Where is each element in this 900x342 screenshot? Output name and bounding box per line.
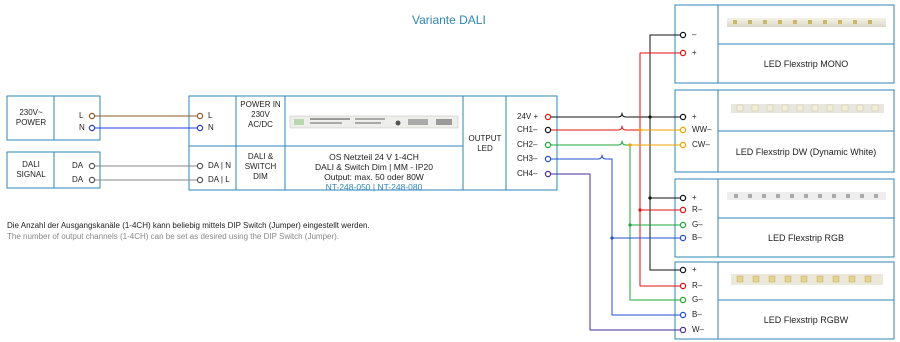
output-led-label: OUTPUT LED [468, 134, 502, 153]
dw-terminal-plus: + [692, 112, 697, 121]
output-ch1: CH1– [517, 125, 538, 134]
mono-terminal-plus: + [692, 48, 697, 57]
dali-terminal-1: DA [72, 161, 84, 170]
rgbw-terminal-g: G– [692, 295, 703, 304]
power-terminal-n: N [79, 123, 85, 132]
dw-terminal-ww: WW– [692, 125, 712, 134]
note-de: Die Anzahl der Ausgangskanäle (1-4CH) ka… [7, 221, 370, 230]
power-terminal-l: L [79, 111, 84, 120]
rgbw-terminal-w: W– [692, 325, 704, 334]
driver-line3: Output: max. 50 oder 80W [324, 172, 424, 182]
driver-in-l: L [208, 111, 213, 120]
rgb-terminal-plus: + [692, 193, 697, 202]
wire-24v [548, 34, 683, 271]
rgb-terminal-b: B– [692, 233, 702, 242]
dali-switch-label: DALI & SWITCH DIM [244, 152, 277, 181]
power-in-label: POWER IN 230V AC/DC [240, 100, 281, 129]
rgbw-terminal-b: B– [692, 310, 702, 319]
diagram-title: Variante DALI [412, 13, 486, 27]
wire-ch1 [548, 52, 683, 287]
strip-dw-image [731, 104, 884, 113]
rgbw-terminal-r: R– [692, 281, 703, 290]
strip-rgb-image [727, 192, 886, 200]
driver-models: NT-248-050 | NT-248-080 [325, 182, 423, 192]
driver-line2: DALI & Switch Dim | MM - IP20 [315, 162, 433, 172]
output-ch2: CH2– [517, 140, 538, 149]
dali-terminal-2: DA [72, 175, 84, 184]
output-24v: 24V + [517, 112, 539, 121]
driver-label-image [289, 115, 459, 129]
dali-signal-label: DALI SIGNAL [16, 160, 46, 179]
output-ch4: CH4– [517, 169, 538, 178]
rgbw-terminal-plus: + [692, 265, 697, 274]
note-en: The number of output channels (1-4CH) ca… [7, 232, 340, 241]
dw-terminal-cw: CW– [692, 140, 710, 149]
dw-strip-name: LED Flexstrip DW (Dynamic White) [735, 147, 877, 157]
rgbw-strip-name: LED Flexstrip RGBW [763, 315, 849, 325]
rgb-strip-name: LED Flexstrip RGB [767, 233, 845, 243]
rgb-terminal-g: G– [692, 220, 703, 229]
driver-in-n: N [208, 123, 214, 132]
driver-dali-n: DA | N [208, 161, 231, 170]
driver-dali-l: DA | L [208, 175, 230, 184]
driver-name: OS Netzteil 24 V 1-4CH [329, 152, 419, 162]
strip-mono-image [727, 18, 886, 27]
mono-strip-name: LED Flexstrip MONO [763, 59, 849, 69]
mono-terminal-minus: – [692, 30, 697, 39]
wire-ch2 [548, 140, 683, 301]
wire-ch3 [548, 154, 683, 316]
output-ch3: CH3– [517, 154, 538, 163]
power-input-label: 230V~ POWER [15, 108, 47, 127]
strip-rgbw-image [731, 274, 883, 285]
rgb-terminal-r: R– [692, 205, 703, 214]
wire-ch4 [548, 173, 683, 331]
